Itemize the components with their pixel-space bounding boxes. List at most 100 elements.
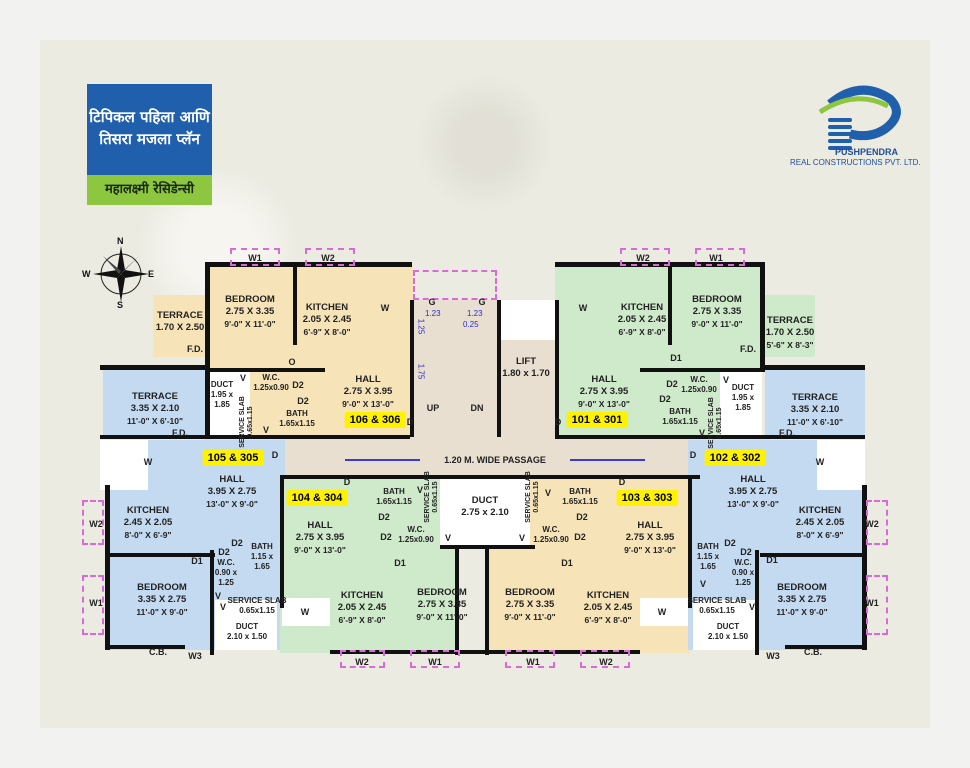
- room-name: BATH: [669, 407, 691, 416]
- wall: [760, 262, 765, 372]
- door-window-marker: G: [428, 297, 436, 307]
- room-size: 0.65x1.15: [716, 407, 723, 439]
- compass-east: E: [148, 269, 155, 279]
- room-ft: 9'-0" X 11'-0": [416, 612, 468, 622]
- door-window-marker: F.D.: [778, 428, 796, 438]
- room-size: 2.05 X 2.45: [583, 602, 633, 613]
- room-ft: 9'-0" X 13'-0": [624, 545, 676, 555]
- room-size: 2.75 X 3.95: [343, 386, 393, 397]
- room-wc: W.C.1.25x0.90: [253, 373, 289, 393]
- door-window-marker: D2: [297, 396, 309, 406]
- room-size: 3.35 X 2.10: [130, 403, 180, 414]
- door-window-marker: W1: [428, 657, 442, 667]
- door-window-marker: W2: [865, 519, 879, 529]
- terrace-106: [153, 295, 207, 357]
- compass-west: W: [82, 269, 91, 279]
- compass-south: S: [117, 300, 124, 310]
- room-ft: 6'-9" X 8'-0": [618, 327, 666, 337]
- room-name: BATH: [286, 409, 308, 418]
- door-window-marker: D: [618, 477, 626, 487]
- unit-number-tag: 104 & 304: [286, 490, 348, 506]
- unit-number-tag: 103 & 303: [616, 490, 678, 506]
- room-ft: 8'-0" X 6'-9": [124, 530, 172, 540]
- room-size: 1.65x1.15: [662, 417, 698, 426]
- door-window-marker: V: [219, 602, 227, 612]
- wall: [785, 645, 865, 649]
- room-size: 1.70 X 2.50: [155, 322, 205, 333]
- room-size: 1.65x1.15: [279, 419, 315, 428]
- room-size: 1.25x0.90: [398, 535, 434, 544]
- room-name: BEDROOM: [777, 582, 827, 593]
- window-outline: [866, 575, 888, 635]
- wall: [555, 262, 645, 267]
- door-window-marker: V: [518, 533, 526, 543]
- room-size: 0.65x1.15: [699, 606, 735, 615]
- room-name: BATH: [569, 487, 591, 496]
- company-logo: PUSHPENDRA REAL CONSTRUCTIONS PVT. LTD.: [790, 84, 930, 176]
- door-window-marker: F.D.: [739, 344, 757, 354]
- room-name: W.C.: [690, 375, 708, 384]
- stair-dim: 1.23: [425, 309, 441, 318]
- wall: [668, 265, 672, 345]
- room-ft: 9'-0" X 11'-0": [691, 319, 743, 329]
- door-window-marker: D2: [724, 538, 736, 548]
- room-ft: 9'-0" X 13'-0": [578, 399, 630, 409]
- room-ft: 11'-0" X 9'-0": [776, 607, 828, 617]
- door-window-marker: C.B.: [804, 647, 822, 657]
- room-size: 0.65x1.15: [247, 406, 254, 438]
- room-name: BEDROOM: [225, 294, 275, 305]
- room-size: 2.10 x 1.50: [707, 632, 749, 641]
- terrace-big-106: [103, 370, 205, 437]
- room-name: SERVICE SLAB: [227, 596, 287, 605]
- duct-102: [693, 600, 755, 650]
- door-window-marker: W: [143, 457, 153, 467]
- door-window-marker: W2: [89, 519, 103, 529]
- door-window-marker: V: [416, 485, 424, 495]
- room-name: BEDROOM: [137, 582, 187, 593]
- stair-down-label: DN: [470, 403, 484, 413]
- door-window-marker: D2: [380, 532, 392, 542]
- room-name: W.C.: [217, 558, 235, 567]
- room-name: SERVICE SLAB: [708, 397, 715, 449]
- room-ft: 6'-9" X 8'-0": [338, 615, 386, 625]
- window-outline: [620, 248, 670, 266]
- window-outline: [410, 650, 460, 668]
- door-window-marker: D: [343, 477, 351, 487]
- room-name: TERRACE: [767, 315, 813, 326]
- stair-dim: 0.25: [463, 320, 479, 329]
- wall: [280, 478, 284, 608]
- room-size: 2.10 x 1.50: [226, 632, 268, 641]
- door-window-marker: W2: [355, 657, 369, 667]
- door-window-marker: D: [271, 450, 279, 460]
- door-window-marker: W1: [526, 657, 540, 667]
- wall: [760, 553, 865, 557]
- room-name: SERVICE SLAB: [239, 396, 246, 448]
- central-duct-area: [440, 478, 530, 545]
- door-window-marker: D: [689, 450, 697, 460]
- compass-icon: [93, 246, 149, 302]
- door-window-marker: W2: [636, 253, 650, 263]
- door-window-marker: W1: [248, 253, 262, 263]
- door-window-marker: V: [722, 375, 730, 385]
- window-outline: [580, 650, 630, 668]
- door-window-marker: O: [288, 357, 296, 367]
- window-outline: [305, 248, 355, 266]
- wall: [105, 645, 185, 649]
- room-size: 0.90 x 1.25: [214, 568, 238, 587]
- room-size: 1.15 x 1.65: [250, 552, 274, 571]
- stair-dim: 1.75: [416, 363, 426, 380]
